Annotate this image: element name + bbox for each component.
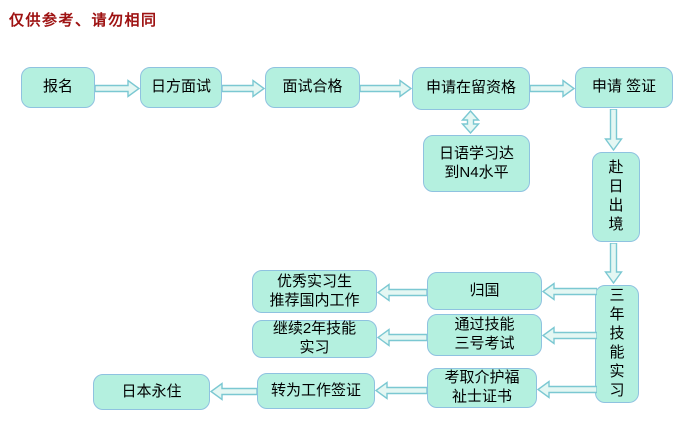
node-visa-application: 申请 签证 (575, 67, 673, 108)
node-excellent-intern-job: 优秀实习生 推荐国内工作 (252, 270, 377, 313)
reference-only-note: 仅供参考、请勿相同 (9, 12, 158, 29)
arrow-residence-to-visa-icon (530, 79, 575, 98)
arrow-internship-to-exam-icon (542, 326, 597, 345)
arrow-workvisa-to-permanent-icon (210, 382, 257, 401)
node-japanese-n4: 日语学习达 到N4水平 (423, 135, 530, 192)
node-interview-pass: 面试合格 (265, 67, 360, 108)
node-continue-2yr-internship: 继续2年技能 实习 (252, 320, 377, 358)
arrow-residence-n4-double-icon (461, 110, 480, 134)
arrow-interview-to-pass-icon (222, 79, 265, 98)
node-residence-status: 申请在留资格 (412, 67, 530, 110)
arrow-visa-to-depart-icon (604, 109, 623, 151)
node-three-year-internship: 三 年 技 能 实 习 (595, 285, 639, 403)
arrow-return-to-excellent-icon (377, 283, 427, 302)
arrow-exam-to-continue-icon (377, 328, 427, 347)
node-care-worker-cert: 考取介护福 祉士证书 (427, 368, 537, 408)
arrow-internship-to-cert-icon (537, 380, 597, 399)
arrow-depart-to-internship-icon (604, 243, 623, 284)
arrow-cert-to-workvisa-icon (375, 381, 427, 400)
node-depart-to-japan: 赴 日 出 境 (592, 152, 640, 242)
node-permanent-residence: 日本永住 (93, 374, 210, 410)
node-work-visa: 转为工作签证 (257, 373, 375, 409)
node-skill-exam-3: 通过技能 三号考试 (427, 314, 542, 356)
node-japan-interview: 日方面试 (140, 67, 222, 108)
arrow-pass-to-residence-icon (360, 79, 412, 98)
node-return-home: 归国 (427, 272, 542, 310)
node-signup: 报名 (21, 67, 95, 108)
arrow-internship-to-return-icon (542, 282, 597, 301)
arrow-signup-to-interview-icon (95, 79, 140, 98)
